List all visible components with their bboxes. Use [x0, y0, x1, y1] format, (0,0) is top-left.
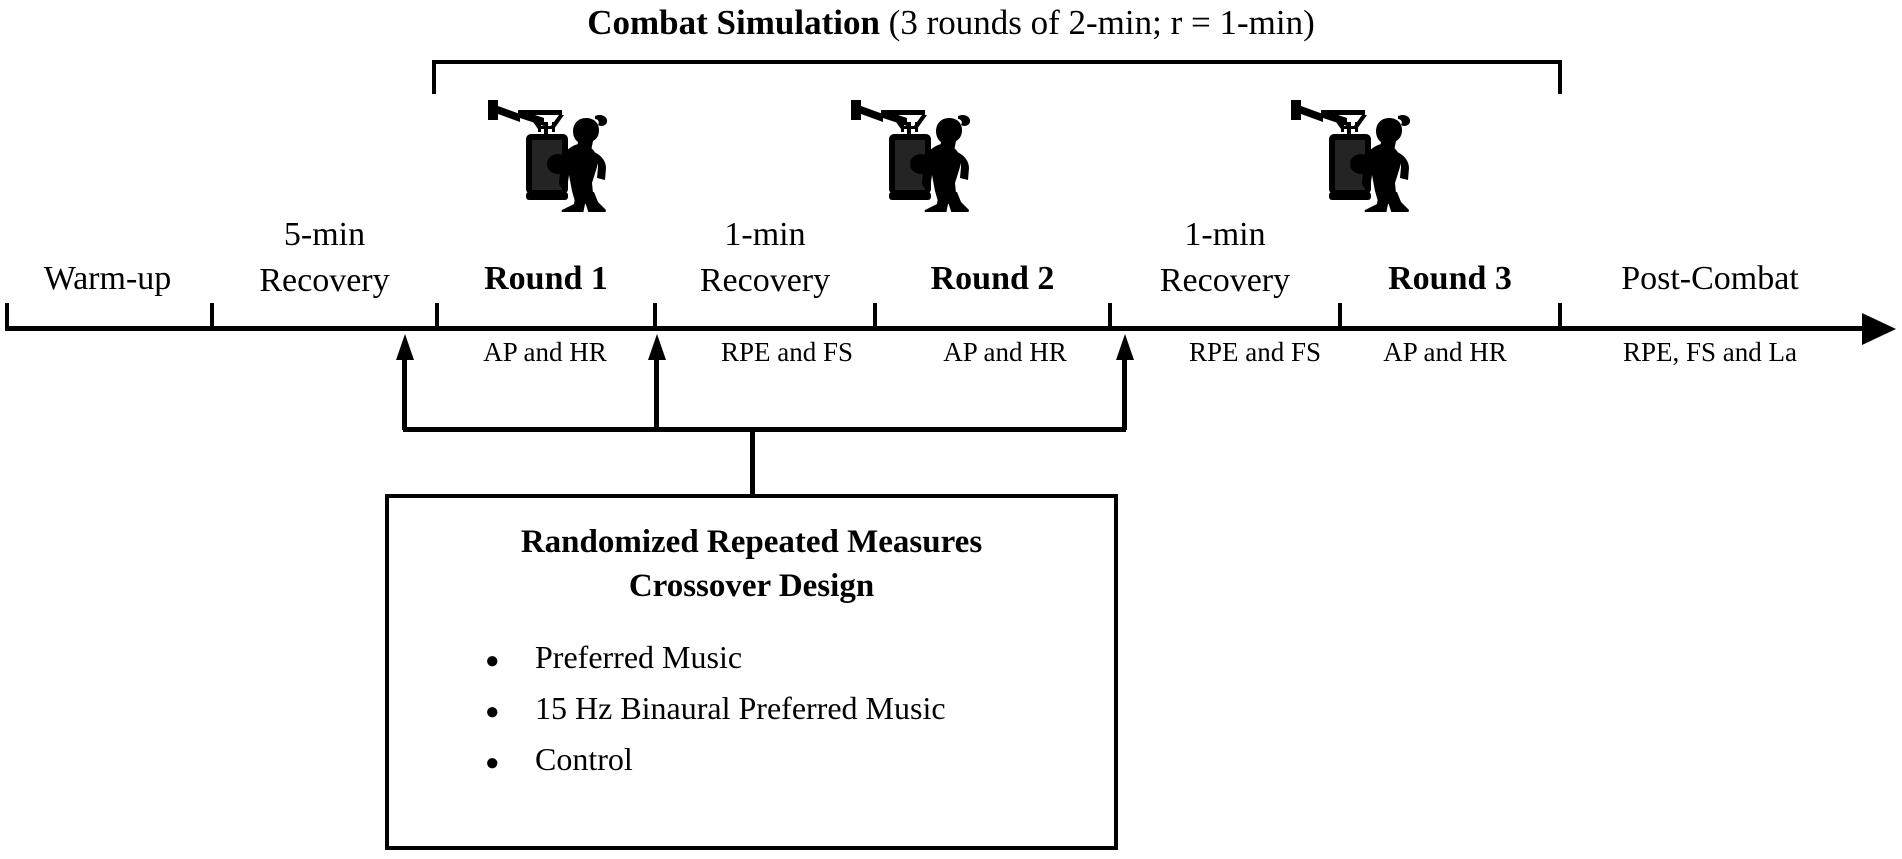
phase-label-post-combat: Post-Combat: [1560, 258, 1860, 300]
phase-label-recovery-1min-b-line1: 1-min: [1184, 216, 1266, 253]
phase-label-recovery-1min-a-line2: Recovery: [699, 262, 831, 299]
measure-label-recovery-1: RPE and FS: [720, 337, 854, 367]
bracket-horizontal: [432, 60, 1562, 64]
phase-label-round-1: Round 1: [437, 258, 655, 300]
boxer-punching-bag-icon: [1285, 92, 1415, 217]
measure-label-round-2: AP and HR: [943, 337, 1067, 367]
measurement-arrow-round-1: [390, 334, 420, 430]
arrow-shaft: [654, 358, 659, 430]
phase-label-recovery-5min-line1: 5-min: [283, 216, 366, 253]
bullet-icon: ●: [485, 750, 500, 776]
phase-label-recovery-5min: 5-min Recovery: [212, 212, 437, 304]
phase-label-recovery-1min-a: 1-min Recovery: [655, 212, 875, 304]
boxer-punching-bag-icon: [845, 92, 975, 217]
figure-title: Combat Simulation (3 rounds of 2-min; r …: [0, 2, 1902, 44]
figure-title-bold: Combat Simulation: [587, 3, 880, 42]
phase-label-round-3: Round 3: [1340, 258, 1560, 300]
study-design-title-line1: Randomized Repeated Measures: [520, 524, 983, 560]
study-design-title-line2: Crossover Design: [628, 568, 875, 604]
study-design-title: Randomized Repeated Measures Crossover D…: [389, 520, 1114, 608]
measurement-arrow-round-2: [1110, 334, 1140, 430]
bullet-icon: ●: [485, 699, 500, 725]
study-design-box: Randomized Repeated Measures Crossover D…: [385, 494, 1118, 850]
axis-tick-0: [5, 303, 9, 328]
design-connector-rail: [403, 427, 1126, 432]
axis-tick-1: [210, 303, 214, 328]
axis-tick-5: [1108, 303, 1112, 328]
phase-label-round-2: Round 2: [875, 258, 1110, 300]
list-item: ● 15 Hz Binaural Preferred Music: [485, 685, 1114, 736]
figure-title-rest: (3 rounds of 2-min; r = 1-min): [879, 3, 1315, 42]
measure-label-round-1: AP and HR: [483, 337, 607, 367]
axis-tick-3: [653, 303, 657, 328]
phase-label-recovery-1min-b-line2: Recovery: [1159, 262, 1291, 299]
axis-tick-7: [1558, 303, 1562, 328]
arrow-right-icon: [1862, 313, 1896, 345]
bracket-right-tip: [1558, 60, 1562, 94]
axis-tick-4: [873, 303, 877, 328]
phase-label-recovery-1min-b: 1-min Recovery: [1110, 212, 1340, 304]
design-connector-stem: [750, 427, 755, 497]
arrow-shaft: [1122, 358, 1127, 430]
axis-tick-2: [435, 303, 439, 328]
phase-label-recovery-1min-a-line1: 1-min: [724, 216, 806, 253]
phase-label-recovery-5min-line2: Recovery: [259, 262, 390, 299]
axis-tick-6: [1338, 303, 1342, 328]
condition-label-binaural-music: 15 Hz Binaural Preferred Music: [535, 690, 946, 726]
bullet-icon: ●: [485, 648, 500, 674]
phase-label-warm-up: Warm-up: [0, 258, 215, 300]
phase-label-round-2-line2: Round 2: [930, 260, 1055, 297]
bracket-left-tip: [432, 60, 436, 94]
timeline-axis: [5, 326, 1871, 331]
phase-label-round-1-line2: Round 1: [484, 260, 608, 297]
measurement-arrow-recovery-1: [642, 334, 672, 430]
phase-label-warm-up-line2: Warm-up: [43, 260, 172, 297]
phase-label-post-combat-line2: Post-Combat: [1621, 260, 1799, 297]
boxer-punching-bag-icon: [482, 92, 612, 217]
arrow-shaft: [402, 358, 407, 430]
measure-label-post-combat: RPE, FS and La: [1622, 337, 1797, 367]
combat-simulation-bracket: [432, 60, 1562, 94]
condition-label-control: Control: [535, 741, 633, 777]
list-item: ● Control: [485, 736, 1114, 787]
condition-label-preferred-music: Preferred Music: [535, 639, 743, 675]
study-conditions-list: ● Preferred Music ● 15 Hz Binaural Prefe…: [389, 634, 1114, 787]
arrow-up-icon: [1116, 334, 1134, 360]
phase-label-round-3-line2: Round 3: [1388, 260, 1512, 297]
list-item: ● Preferred Music: [485, 634, 1114, 685]
arrow-up-icon: [396, 334, 414, 360]
measure-label-recovery-2: RPE and FS: [1188, 337, 1322, 367]
measure-label-round-3: AP and HR: [1383, 337, 1507, 367]
arrow-up-icon: [648, 334, 666, 360]
